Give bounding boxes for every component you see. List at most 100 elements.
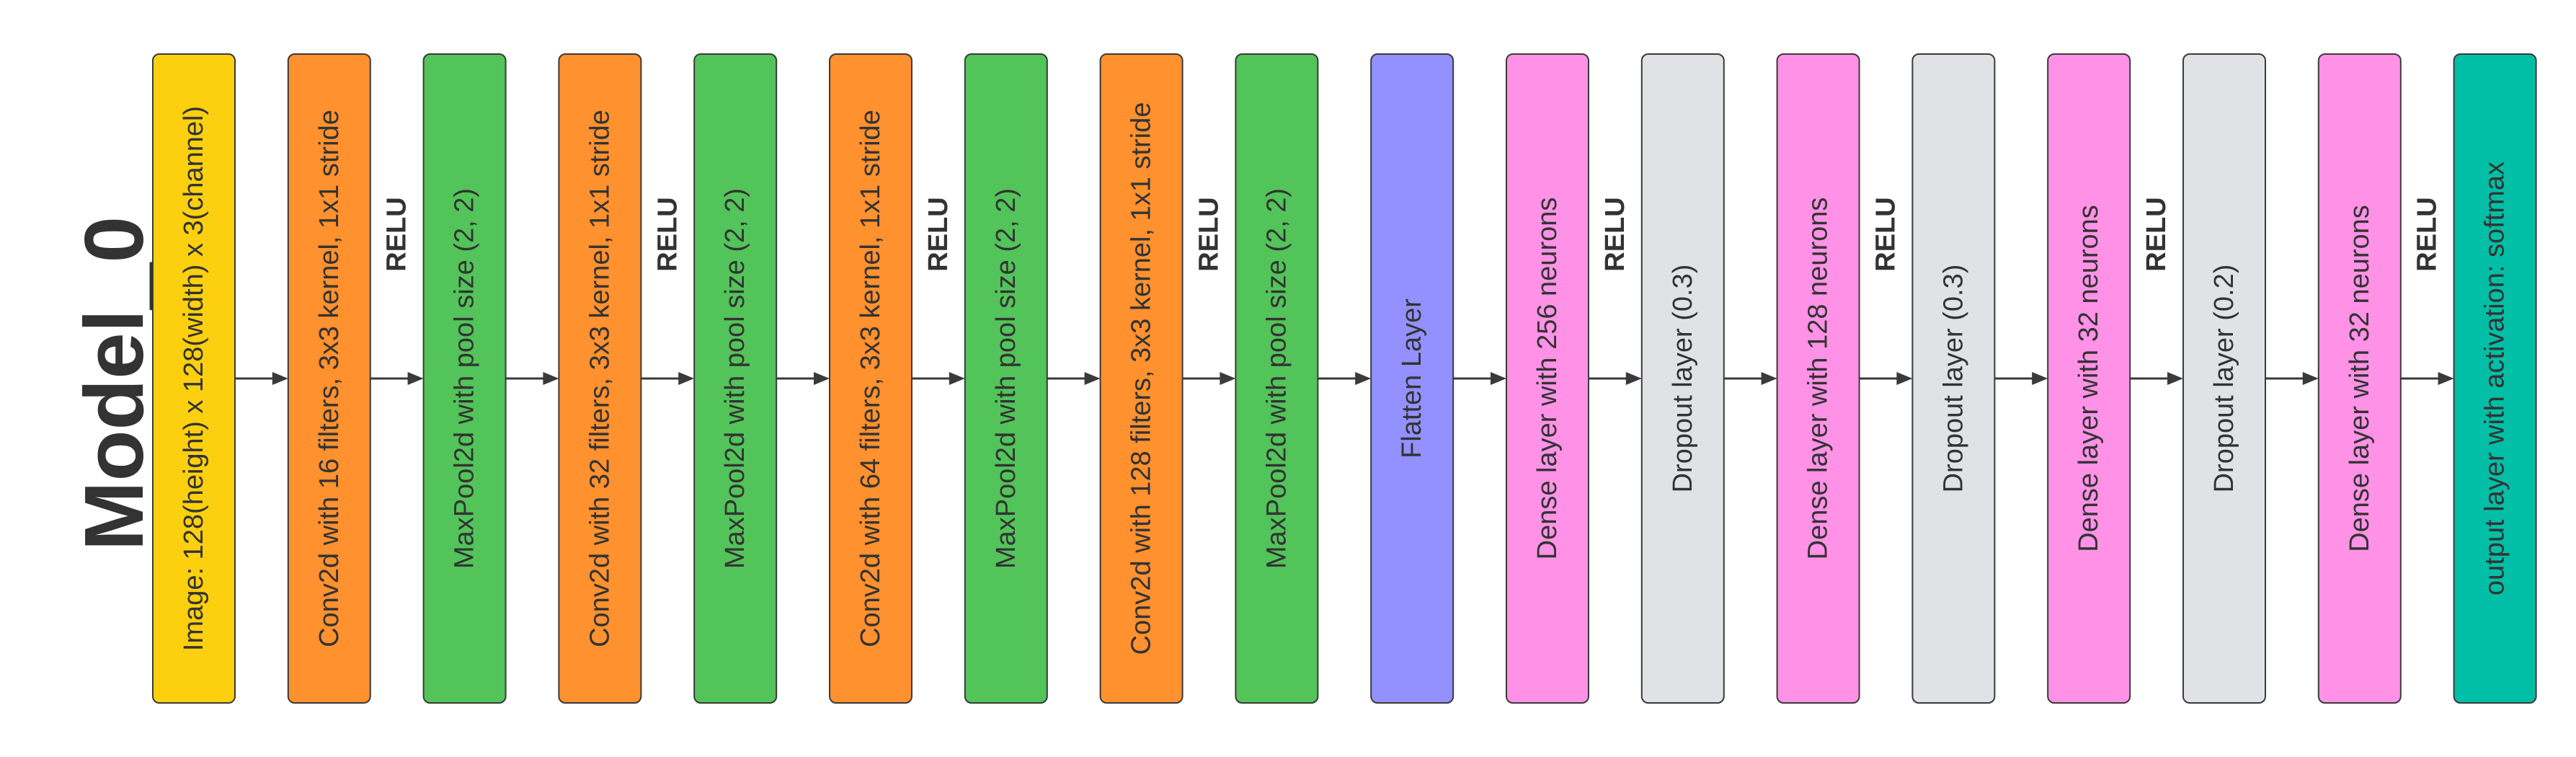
layer-block-pool: MaxPool2d with pool size (2, 2) (964, 53, 1048, 704)
layer-block-box (152, 53, 236, 704)
layer-block-input: Image: 128(height) x 128(width) x 3(chan… (152, 53, 236, 704)
layer-block-label: MaxPool2d with pool size (2, 2) (450, 188, 480, 569)
activation-label: RELU (923, 197, 954, 271)
activation-label: RELU (652, 197, 683, 271)
activation-label: RELU (382, 197, 412, 271)
arrow-head-icon (543, 372, 559, 385)
layer-block-box (2182, 53, 2266, 704)
connector-arrows (235, 372, 2454, 385)
layer-block-box (1506, 53, 1589, 704)
layer-block-label: Conv2d with 64 filters, 3x3 kernel, 1x1 … (856, 110, 886, 647)
layer-block-label: MaxPool2d with pool size (2, 2) (991, 188, 1021, 569)
layer-block-conv: Conv2d with 32 filters, 3x3 kernel, 1x1 … (558, 53, 642, 704)
arrow-head-icon (2438, 372, 2454, 385)
layer-block-pool: MaxPool2d with pool size (2, 2) (1235, 53, 1319, 704)
activation-label: RELU (2412, 197, 2443, 271)
layer-block-box (1911, 53, 1996, 704)
activation-label: RELU (1194, 197, 1225, 271)
layer-block-label: Flatten Layer (1397, 298, 1427, 459)
layer-block-box (829, 53, 912, 704)
layer-block-box (2317, 53, 2402, 704)
arrow-head-icon (1896, 372, 1913, 385)
layer-block-box (1099, 53, 1183, 704)
arrow-head-icon (1625, 372, 1642, 385)
layer-block-output: output layer with activation: softmax (2453, 53, 2537, 704)
arrow-head-icon (2032, 372, 2048, 385)
layer-block-box (1235, 53, 1319, 704)
layer-block-box (693, 53, 778, 704)
layer-block-label: Dropout layer (0.3) (1938, 265, 1968, 493)
layer-block-label: MaxPool2d with pool size (2, 2) (720, 188, 750, 569)
connector-arrow (1589, 372, 1642, 385)
connector-arrow (370, 372, 424, 385)
arrow-head-icon (272, 372, 288, 385)
connector-arrow (235, 372, 288, 385)
layer-block-label: Dense layer with 32 neurons (2074, 205, 2104, 552)
layer-block-flatten: Flatten Layer (1370, 53, 1454, 704)
layer-block-box (964, 53, 1048, 704)
arrow-head-icon (949, 372, 965, 385)
connector-arrow (1318, 372, 1372, 385)
arrow-head-icon (1355, 372, 1372, 385)
connector-arrow (1182, 372, 1236, 385)
connector-arrow (776, 372, 830, 385)
layer-block-conv: Conv2d with 16 filters, 3x3 kernel, 1x1 … (287, 53, 371, 704)
layer-block-box (287, 53, 371, 704)
layer-block-box (2453, 53, 2537, 704)
layer-block-box (1640, 53, 1725, 704)
layer-block-label: Dense layer with 256 neurons (1532, 198, 1563, 560)
layer-block-label: Dense layer with 128 neurons (1803, 198, 1834, 560)
arrow-head-icon (2302, 372, 2319, 385)
layer-block-label: output layer with activation: softmax (2480, 161, 2510, 596)
layer-block-conv: Conv2d with 128 filters, 3x3 kernel, 1x1… (1099, 53, 1183, 704)
arrow-head-icon (1220, 372, 1236, 385)
layer-block-label: Conv2d with 16 filters, 3x3 kernel, 1x1 … (314, 110, 345, 647)
connector-arrow (641, 372, 695, 385)
connector-arrow (912, 372, 965, 385)
arrow-head-icon (1084, 372, 1101, 385)
layer-block-dense: Dense layer with 256 neurons (1506, 53, 1589, 704)
layer-block-box (2047, 53, 2131, 704)
connector-arrow (2130, 372, 2183, 385)
layer-block-label: Dense layer with 32 neurons (2345, 205, 2375, 552)
layer-block-box (1776, 53, 1860, 704)
arrow-head-icon (678, 372, 695, 385)
connector-arrow (1723, 372, 1777, 385)
layer-block-label: Conv2d with 128 filters, 3x3 kernel, 1x1… (1127, 102, 1157, 655)
arrow-head-icon (814, 372, 830, 385)
layer-block-dropout: Dropout layer (0.2) (2182, 53, 2266, 704)
connector-arrow (1994, 372, 2048, 385)
layer-block-label: Conv2d with 32 filters, 3x3 kernel, 1x1 … (585, 110, 615, 647)
layer-block-pool: MaxPool2d with pool size (2, 2) (422, 53, 507, 704)
layer-block-label: Dropout layer (0.2) (2209, 265, 2239, 493)
layer-block-pool: MaxPool2d with pool size (2, 2) (693, 53, 778, 704)
connector-arrow (505, 372, 559, 385)
layer-block-label: MaxPool2d with pool size (2, 2) (1261, 188, 1292, 569)
layer-block-dropout: Dropout layer (0.3) (1911, 53, 1996, 704)
arrow-head-icon (2167, 372, 2183, 385)
layer-block-label: Dropout layer (0.3) (1668, 265, 1698, 493)
layer-block-dense: Dense layer with 128 neurons (1776, 53, 1860, 704)
layer-blocks: Image: 128(height) x 128(width) x 3(chan… (152, 53, 2537, 704)
activation-label: RELU (1600, 197, 1630, 271)
layer-block-conv: Conv2d with 64 filters, 3x3 kernel, 1x1 … (829, 53, 912, 704)
layer-block-box (422, 53, 507, 704)
layer-block-dropout: Dropout layer (0.3) (1640, 53, 1725, 704)
activation-label: RELU (1871, 197, 1901, 271)
layer-block-box (558, 53, 642, 704)
layer-block-label: Image: 128(height) x 128(width) x 3(chan… (179, 106, 209, 651)
activation-labels: RELU RELU RELU RELU RELU RELU RELU RELU (382, 197, 2443, 271)
layer-block-dense: Dense layer with 32 neurons (2317, 53, 2402, 704)
diagram-title: Model_0 (67, 216, 161, 551)
layer-block-dense: Dense layer with 32 neurons (2047, 53, 2131, 704)
connector-arrow (2400, 372, 2454, 385)
arrow-head-icon (1761, 372, 1777, 385)
connector-arrow (1453, 372, 1506, 385)
arrow-head-icon (407, 372, 424, 385)
connector-arrow (2265, 372, 2319, 385)
connector-arrow (1859, 372, 1913, 385)
diagram-title-group: Model_0 (67, 216, 161, 551)
activation-label: RELU (2141, 197, 2172, 271)
layer-block-box (1370, 53, 1454, 704)
